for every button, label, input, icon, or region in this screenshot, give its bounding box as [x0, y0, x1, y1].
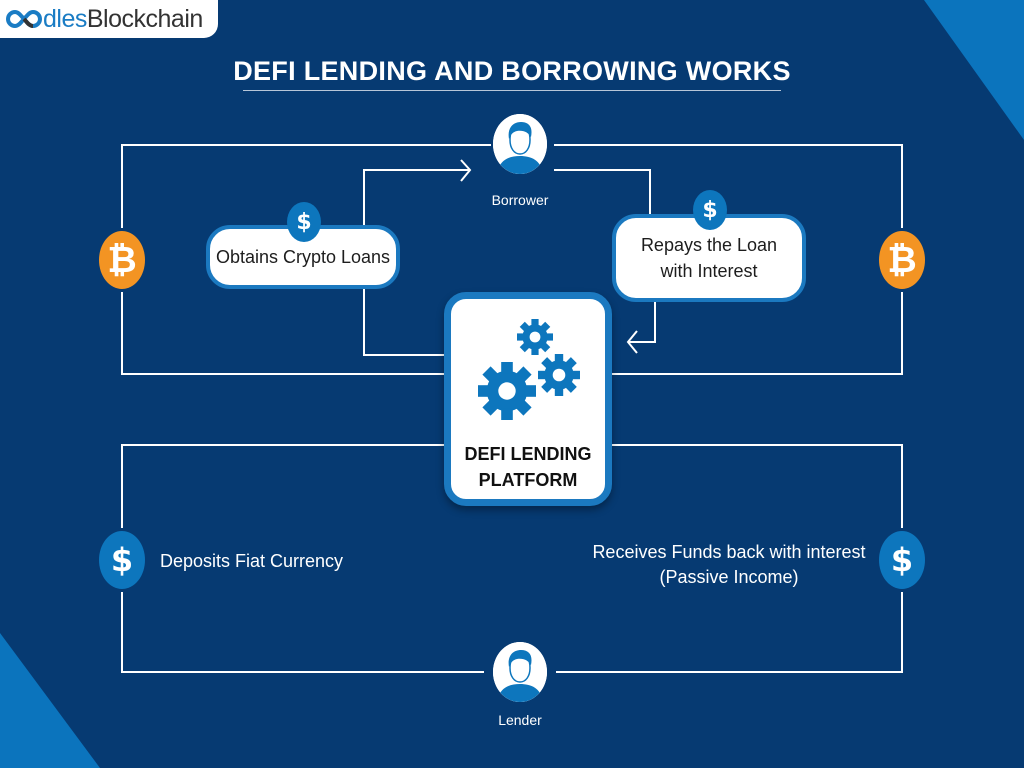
brand-name-part1: dles [43, 4, 87, 33]
outer-loop-bottom-right [612, 444, 903, 528]
step-receives-funds: Receives Funds back with interest (Passi… [584, 540, 874, 590]
borrower-label: Borrower [491, 192, 549, 208]
dollar-icon-repays: $ [693, 190, 727, 230]
title-underline [243, 90, 781, 91]
defi-lending-platform: DEFI LENDING PLATFORM [444, 292, 612, 506]
user-avatar-icon [493, 642, 547, 702]
outer-loop-top-left-lower [121, 292, 444, 375]
brand-name-part2: Blockchain [86, 4, 203, 33]
infinity-loop-icon [6, 9, 42, 29]
step-receives-line2: (Passive Income) [659, 567, 799, 587]
platform-label-line2: PLATFORM [478, 470, 578, 490]
dollar-icon-obtains: $ [287, 202, 321, 242]
user-avatar-icon [493, 114, 547, 174]
bitcoin-icon-right: ₿ [879, 231, 925, 289]
platform-label-line1: DEFI LENDING [464, 444, 592, 464]
gear-small-icon [517, 319, 553, 355]
page-title: DEFI LENDING AND BORROWING WORKS [233, 56, 791, 86]
dollar-icon-deposits: $ [99, 531, 145, 589]
platform-label: DEFI LENDING PLATFORM [451, 441, 605, 493]
outer-loop-top-right-lower [612, 292, 903, 375]
outer-loop-bottom-left-lower [121, 592, 484, 673]
step-repays-line2: with Interest [660, 261, 758, 281]
gear-large-icon [478, 362, 536, 420]
step-repays-line1: Repays the Loan [640, 235, 778, 255]
gear-medium-icon [538, 354, 580, 396]
lender-label: Lender [498, 712, 542, 728]
outer-loop-bottom-left [121, 444, 444, 528]
step-obtains-crypto-loans: Obtains Crypto Loans [206, 225, 400, 289]
repays-connector-lower [628, 300, 656, 343]
borrower-avatar [493, 114, 547, 174]
bitcoin-icon-left: ₿ [99, 231, 145, 289]
gears-icon [478, 319, 580, 420]
outer-loop-top-right [554, 144, 903, 228]
corner-decoration-bottom-left [0, 633, 100, 768]
corner-decoration-top-right [924, 0, 1024, 140]
step-receives-line1: Receives Funds back with interest [592, 542, 866, 562]
lender-avatar [493, 642, 547, 702]
step-obtains-text: Obtains Crypto Loans [215, 247, 391, 267]
arrow-to-borrower [460, 159, 472, 182]
outer-loop-top-left [121, 144, 491, 228]
dollar-icon-receives: $ [879, 531, 925, 589]
step-deposits-fiat: Deposits Fiat Currency [160, 551, 344, 571]
repays-connector [554, 169, 651, 215]
arrow-to-platform [626, 330, 638, 354]
outer-loop-bottom-right-lower [556, 592, 903, 673]
